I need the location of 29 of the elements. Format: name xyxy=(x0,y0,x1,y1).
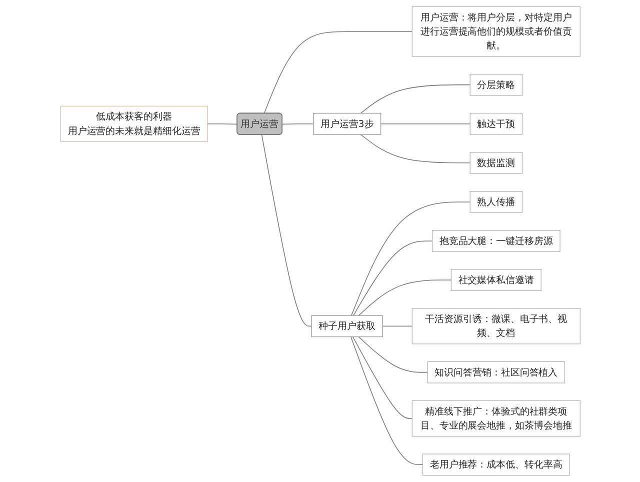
node-box xyxy=(469,191,522,213)
connector xyxy=(350,336,423,465)
connector xyxy=(382,326,412,327)
node-box xyxy=(411,400,580,436)
connector xyxy=(350,202,470,316)
node-box xyxy=(422,454,570,476)
connector xyxy=(358,280,452,316)
connector xyxy=(360,134,470,164)
node-box xyxy=(469,74,522,96)
connector xyxy=(352,336,412,419)
connector xyxy=(281,123,314,125)
connector xyxy=(380,123,470,124)
node-box xyxy=(469,112,522,135)
node-box xyxy=(432,230,560,252)
connector xyxy=(358,336,428,373)
node-box xyxy=(310,315,382,338)
node-box xyxy=(312,112,381,135)
mind-map-diagram: 低成本获客的利器 用户运营的未来就是精细化运营 用户运营 用户运营：将用户分层，对特定用户进行运营提高他们的规模或者价值贡献。 用户运营3步 分层策略 触达干预 数据监测 种子用户获取 熟人传播 抱竞品大腿：一键迁移房源 社交媒体私信邀请 干活资源引诱：微课、电子书、视频、文档 知识问答营销：社区问答植入 精准线下推广：体验式的社群类项目、专业的展会地推，如茶博会地推 老用户推荐：成本低、转化率高 xyxy=(56,2,584,480)
node-box xyxy=(426,361,565,384)
node-box xyxy=(60,106,208,142)
connector xyxy=(260,134,312,327)
connector xyxy=(206,123,238,125)
connector xyxy=(352,240,432,316)
node-box xyxy=(450,269,541,291)
connector xyxy=(360,84,470,114)
node-box xyxy=(469,152,522,174)
node-box xyxy=(411,6,580,57)
node-box xyxy=(411,308,580,344)
connector xyxy=(263,31,412,114)
